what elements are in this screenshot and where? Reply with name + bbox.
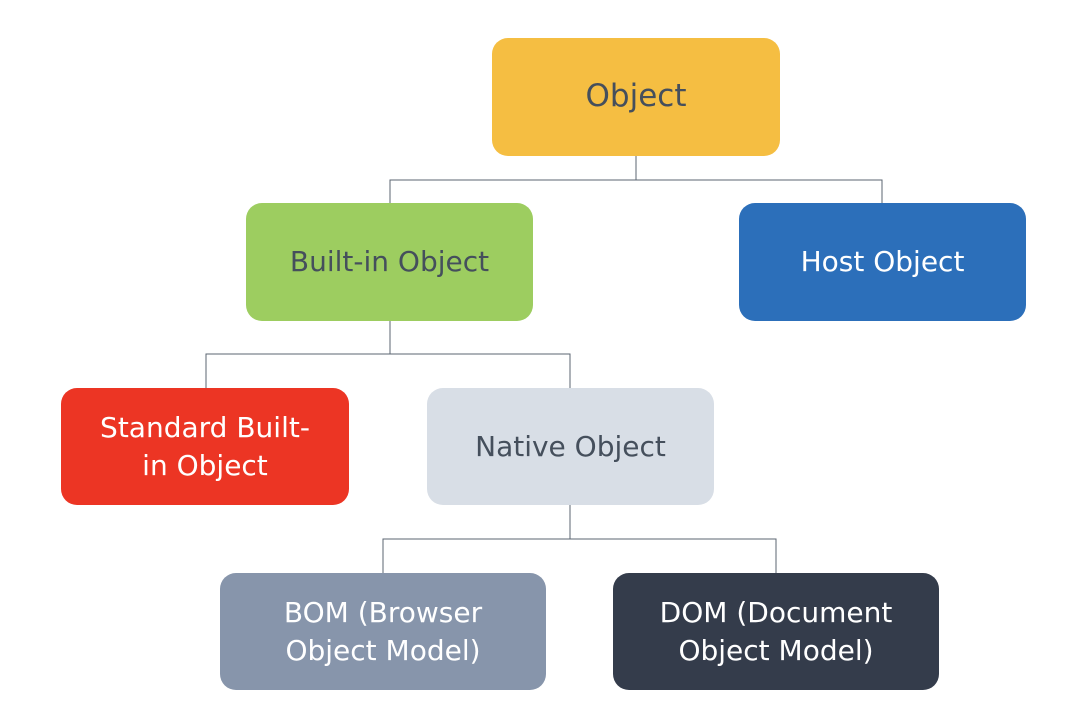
node-built-in-object-label: Built-in Object (289, 245, 490, 279)
edge-native-dom (569, 505, 777, 573)
node-dom: DOM (Document Object Model) (613, 573, 939, 690)
node-bom-label: BOM (Browser Object Model) (283, 595, 483, 667)
node-object-label: Object (585, 78, 687, 115)
edge-builtin-standard (205, 321, 391, 388)
node-object: Object (492, 38, 780, 156)
node-standard-built-in-object: Standard Built- in Object (61, 388, 349, 505)
edge-object-host (635, 156, 883, 203)
node-host-object: Host Object (739, 203, 1026, 321)
node-host-object-label: Host Object (800, 245, 965, 279)
node-native-object-label: Native Object (475, 429, 666, 463)
node-native-object: Native Object (427, 388, 714, 505)
node-dom-label: DOM (Document Object Model) (659, 595, 893, 667)
edge-builtin-native (389, 321, 571, 388)
edge-native-bom (382, 505, 571, 573)
node-built-in-object: Built-in Object (246, 203, 533, 321)
node-bom: BOM (Browser Object Model) (220, 573, 546, 690)
node-standard-built-in-object-label: Standard Built- in Object (100, 410, 310, 482)
edge-object-builtin (389, 156, 637, 203)
